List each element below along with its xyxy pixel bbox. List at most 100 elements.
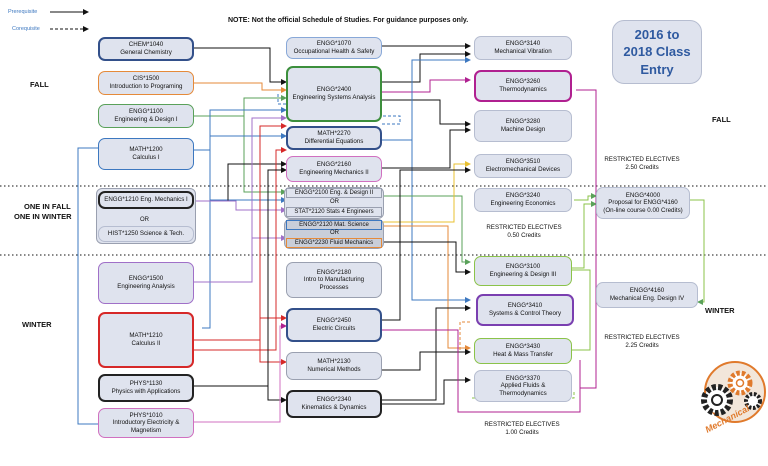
course-hist1250[interactable]: HIST*1250 Science & Tech. — [98, 226, 194, 242]
or-label-3: OR — [330, 230, 339, 236]
course-engg3100[interactable]: ENGG*3100 Engineering & Design III — [474, 256, 572, 286]
elective-line-2: 1.00 Credits — [505, 428, 539, 436]
course-code: ENGG*3100 — [505, 263, 541, 271]
course-engg3370[interactable]: ENGG*3370 Applied Fluids & Thermodynamic… — [474, 370, 572, 402]
course-engg3240[interactable]: ENGG*3240 Engineering Economics — [474, 188, 572, 212]
right-connector-lines — [382, 43, 705, 413]
restricted-electives-250: RESTRICTED ELECTIVES 2.50 Credits — [602, 156, 682, 172]
course-code: HIST*1250 Science & Tech. — [107, 230, 185, 238]
elective-line-2: 0.50 Credits — [507, 231, 541, 239]
course-code: MATH*1200 — [129, 146, 163, 154]
course-title: Kinematics & Dynamics — [301, 404, 367, 411]
elective-line-2: 2.25 Credits — [625, 341, 659, 349]
course-engg2230[interactable]: ENGG*2230 Fluid Mechanics — [286, 238, 382, 248]
course-code: ENGG*2340 — [316, 396, 352, 404]
course-engg2340[interactable]: ENGG*2340 Kinematics & Dynamics — [286, 390, 382, 418]
entry-line-2: 2018 Class — [623, 44, 691, 60]
term-label-one-in-fall: ONE IN FALL — [24, 202, 71, 211]
course-title: Calculus II — [131, 340, 161, 347]
course-engg1500[interactable]: ENGG*1500 Engineering Analysis — [98, 262, 194, 304]
course-title-2: Magnetism — [130, 426, 162, 434]
term-label-one-in-winter: ONE IN WINTER — [14, 212, 72, 221]
elective-line-2: 2.50 Credits — [625, 163, 659, 171]
course-math1200[interactable]: MATH*1200 Calculus I — [98, 138, 194, 170]
course-title: Engineering & Design III — [489, 271, 557, 278]
course-title: General Chemistry — [120, 49, 172, 56]
restricted-electives-050: RESTRICTED ELECTIVES 0.50 Credits — [484, 224, 564, 240]
course-phys1010[interactable]: PHYS*1010 Introductory Electricity & Mag… — [98, 408, 194, 438]
course-title: Thermodynamics — [499, 86, 547, 93]
course-title: Mechanical Vibration — [494, 48, 552, 55]
course-code: ENGG*3430 — [505, 343, 541, 351]
course-code: ENGG*1070 — [316, 40, 352, 48]
course-engg4000[interactable]: ENGG*4000 Proposal for ENGG*4160 (On-lin… — [596, 187, 690, 219]
course-title-2: Thermodynamics — [499, 389, 547, 397]
course-engg2180[interactable]: ENGG*2180 Intro to Manufacturing Process… — [286, 262, 382, 298]
course-code: ENGG*4160 — [629, 287, 665, 295]
course-code: ENGG*4000 — [625, 191, 661, 199]
entry-line-1: 2016 to — [634, 26, 680, 42]
course-engg3280[interactable]: ENGG*3280 Machine Design — [474, 110, 572, 142]
course-stat2120[interactable]: STAT*2120 Stats 4 Engineers — [286, 207, 382, 217]
course-phys1130[interactable]: PHYS*1130 Physics with Applications — [98, 374, 194, 402]
course-title: Engineering Economics — [490, 200, 556, 207]
course-code: ENGG*3370 — [505, 374, 541, 382]
course-engg2400[interactable]: ENGG*2400 Engineering Systems Analysis — [286, 66, 382, 122]
or-label-2: OR — [330, 199, 339, 205]
course-title: Introduction to Programing — [109, 83, 183, 90]
course-code: ENGG*1210 Eng. Mechanics I — [104, 196, 188, 204]
course-title: Engineering Analysis — [117, 283, 175, 290]
course-title: Occupational Health & Safety — [293, 48, 375, 55]
restricted-electives-100: RESTRICTED ELECTIVES 1.00 Credits — [482, 421, 562, 437]
course-engg1070[interactable]: ENGG*1070 Occupational Health & Safety — [286, 37, 382, 59]
course-code: ENGG*1500 — [128, 275, 164, 283]
course-cis1500[interactable]: CIS*1500 Introduction to Programing — [98, 71, 194, 95]
course-title: Heat & Mass Transfer — [493, 351, 553, 358]
course-title: Calculus I — [132, 154, 160, 161]
course-code: ENGG*3510 — [505, 158, 541, 166]
course-engg3260[interactable]: ENGG*3260 Thermodynamics — [474, 70, 572, 102]
course-engg2160[interactable]: ENGG*2160 Engineering Mechanics II — [286, 156, 382, 182]
course-engg2100[interactable]: ENGG*2100 Eng. & Design II — [286, 188, 382, 198]
course-engg3140[interactable]: ENGG*3140 Mechanical Vibration — [474, 36, 572, 60]
class-entry-badge: 2016 to 2018 Class Entry — [612, 20, 702, 84]
course-code: MATH*1210 — [129, 332, 163, 340]
mechanical-gear-logo — [701, 361, 766, 423]
course-title: Engineering & Design I — [114, 116, 178, 123]
course-engg4160[interactable]: ENGG*4160 Mechanical Eng. Design IV — [596, 282, 698, 308]
course-title: Numerical Methods — [307, 366, 361, 373]
legend-prerequisite-label: Prerequisite — [8, 9, 38, 15]
course-engg3410[interactable]: ENGG*3410 Systems & Control Theory — [476, 294, 574, 326]
course-title: Introductory Electricity & — [112, 419, 180, 427]
course-title: Differential Equations — [304, 138, 364, 145]
course-engg1210[interactable]: ENGG*1210 Eng. Mechanics I — [98, 191, 194, 209]
course-math1210[interactable]: MATH*1210 Calculus II — [98, 312, 194, 368]
course-title: Mechanical Eng. Design IV — [609, 295, 685, 302]
course-engg3430[interactable]: ENGG*3430 Heat & Mass Transfer — [474, 338, 572, 364]
course-title-2: Processes — [319, 283, 349, 291]
course-code: ENGG*3410 — [507, 302, 543, 310]
course-engg2120[interactable]: ENGG*2120 Mat. Science — [286, 220, 382, 230]
disclaimer-note: NOTE: Not the official Schedule of Studi… — [228, 17, 469, 24]
term-label-fall-left: FALL — [30, 80, 49, 89]
term-label-winter-right: WINTER — [705, 306, 735, 315]
connector-lines — [77, 47, 371, 425]
course-chem1040[interactable]: CHEM*1040 General Chemistry — [98, 37, 194, 61]
course-title: Systems & Control Theory — [488, 310, 562, 317]
course-code: ENGG*1100 — [129, 108, 163, 116]
course-math2270[interactable]: MATH*2270 Differential Equations — [286, 126, 382, 150]
course-code: ENGG*3260 — [505, 78, 541, 86]
course-title-2: (On-line course 0.00 Credits) — [603, 206, 683, 214]
course-title: Proposal for ENGG*4160 — [608, 199, 678, 207]
course-engg1100[interactable]: ENGG*1100 Engineering & Design I — [98, 104, 194, 128]
course-engg3510[interactable]: ENGG*3510 Electromechanical Devices — [474, 154, 572, 178]
course-engg2450[interactable]: ENGG*2450 Electric Circuits — [286, 308, 382, 342]
course-title: Engineering Mechanics II — [299, 169, 369, 176]
course-code: MATH*2270 — [317, 130, 351, 138]
course-math2130[interactable]: MATH*2130 Numerical Methods — [286, 352, 382, 380]
course-title: Intro to Manufacturing — [303, 276, 365, 284]
entry-line-3: Entry — [640, 61, 674, 77]
course-code: CHEM*1040 — [128, 41, 164, 49]
elective-line-1: RESTRICTED ELECTIVES — [484, 421, 560, 428]
